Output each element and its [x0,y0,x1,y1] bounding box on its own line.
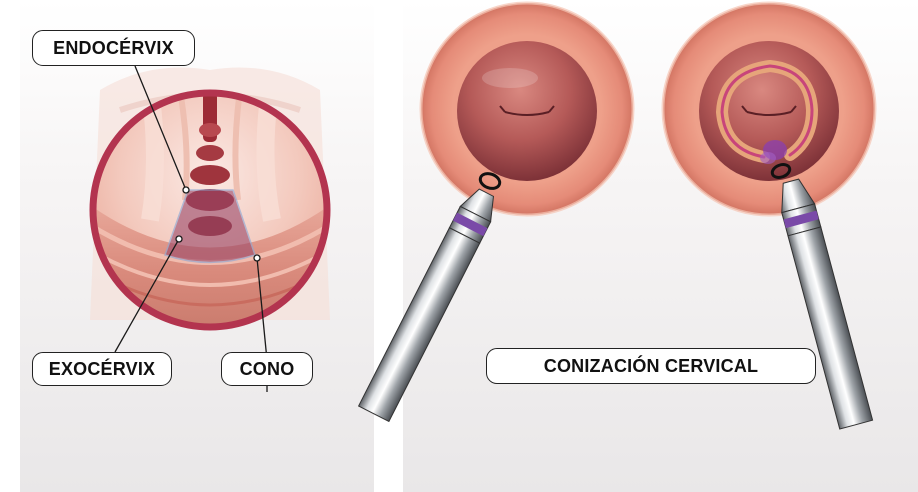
cone-label: CONO [221,352,313,386]
exocervix-label: EXOCÉRVIX [32,352,172,386]
cervix-front-view-icon [419,1,635,217]
loop-electrode-2-icon [770,163,874,430]
endocervix-label: ENDOCÉRVIX [32,30,195,66]
magnified-cervix-icon [89,89,331,331]
cervix-excision-icon [661,1,877,217]
leader-points [175,186,261,262]
procedure-title: CONIZACIÓN CERVICAL [486,348,816,384]
loop-electrode-icon [357,172,502,423]
